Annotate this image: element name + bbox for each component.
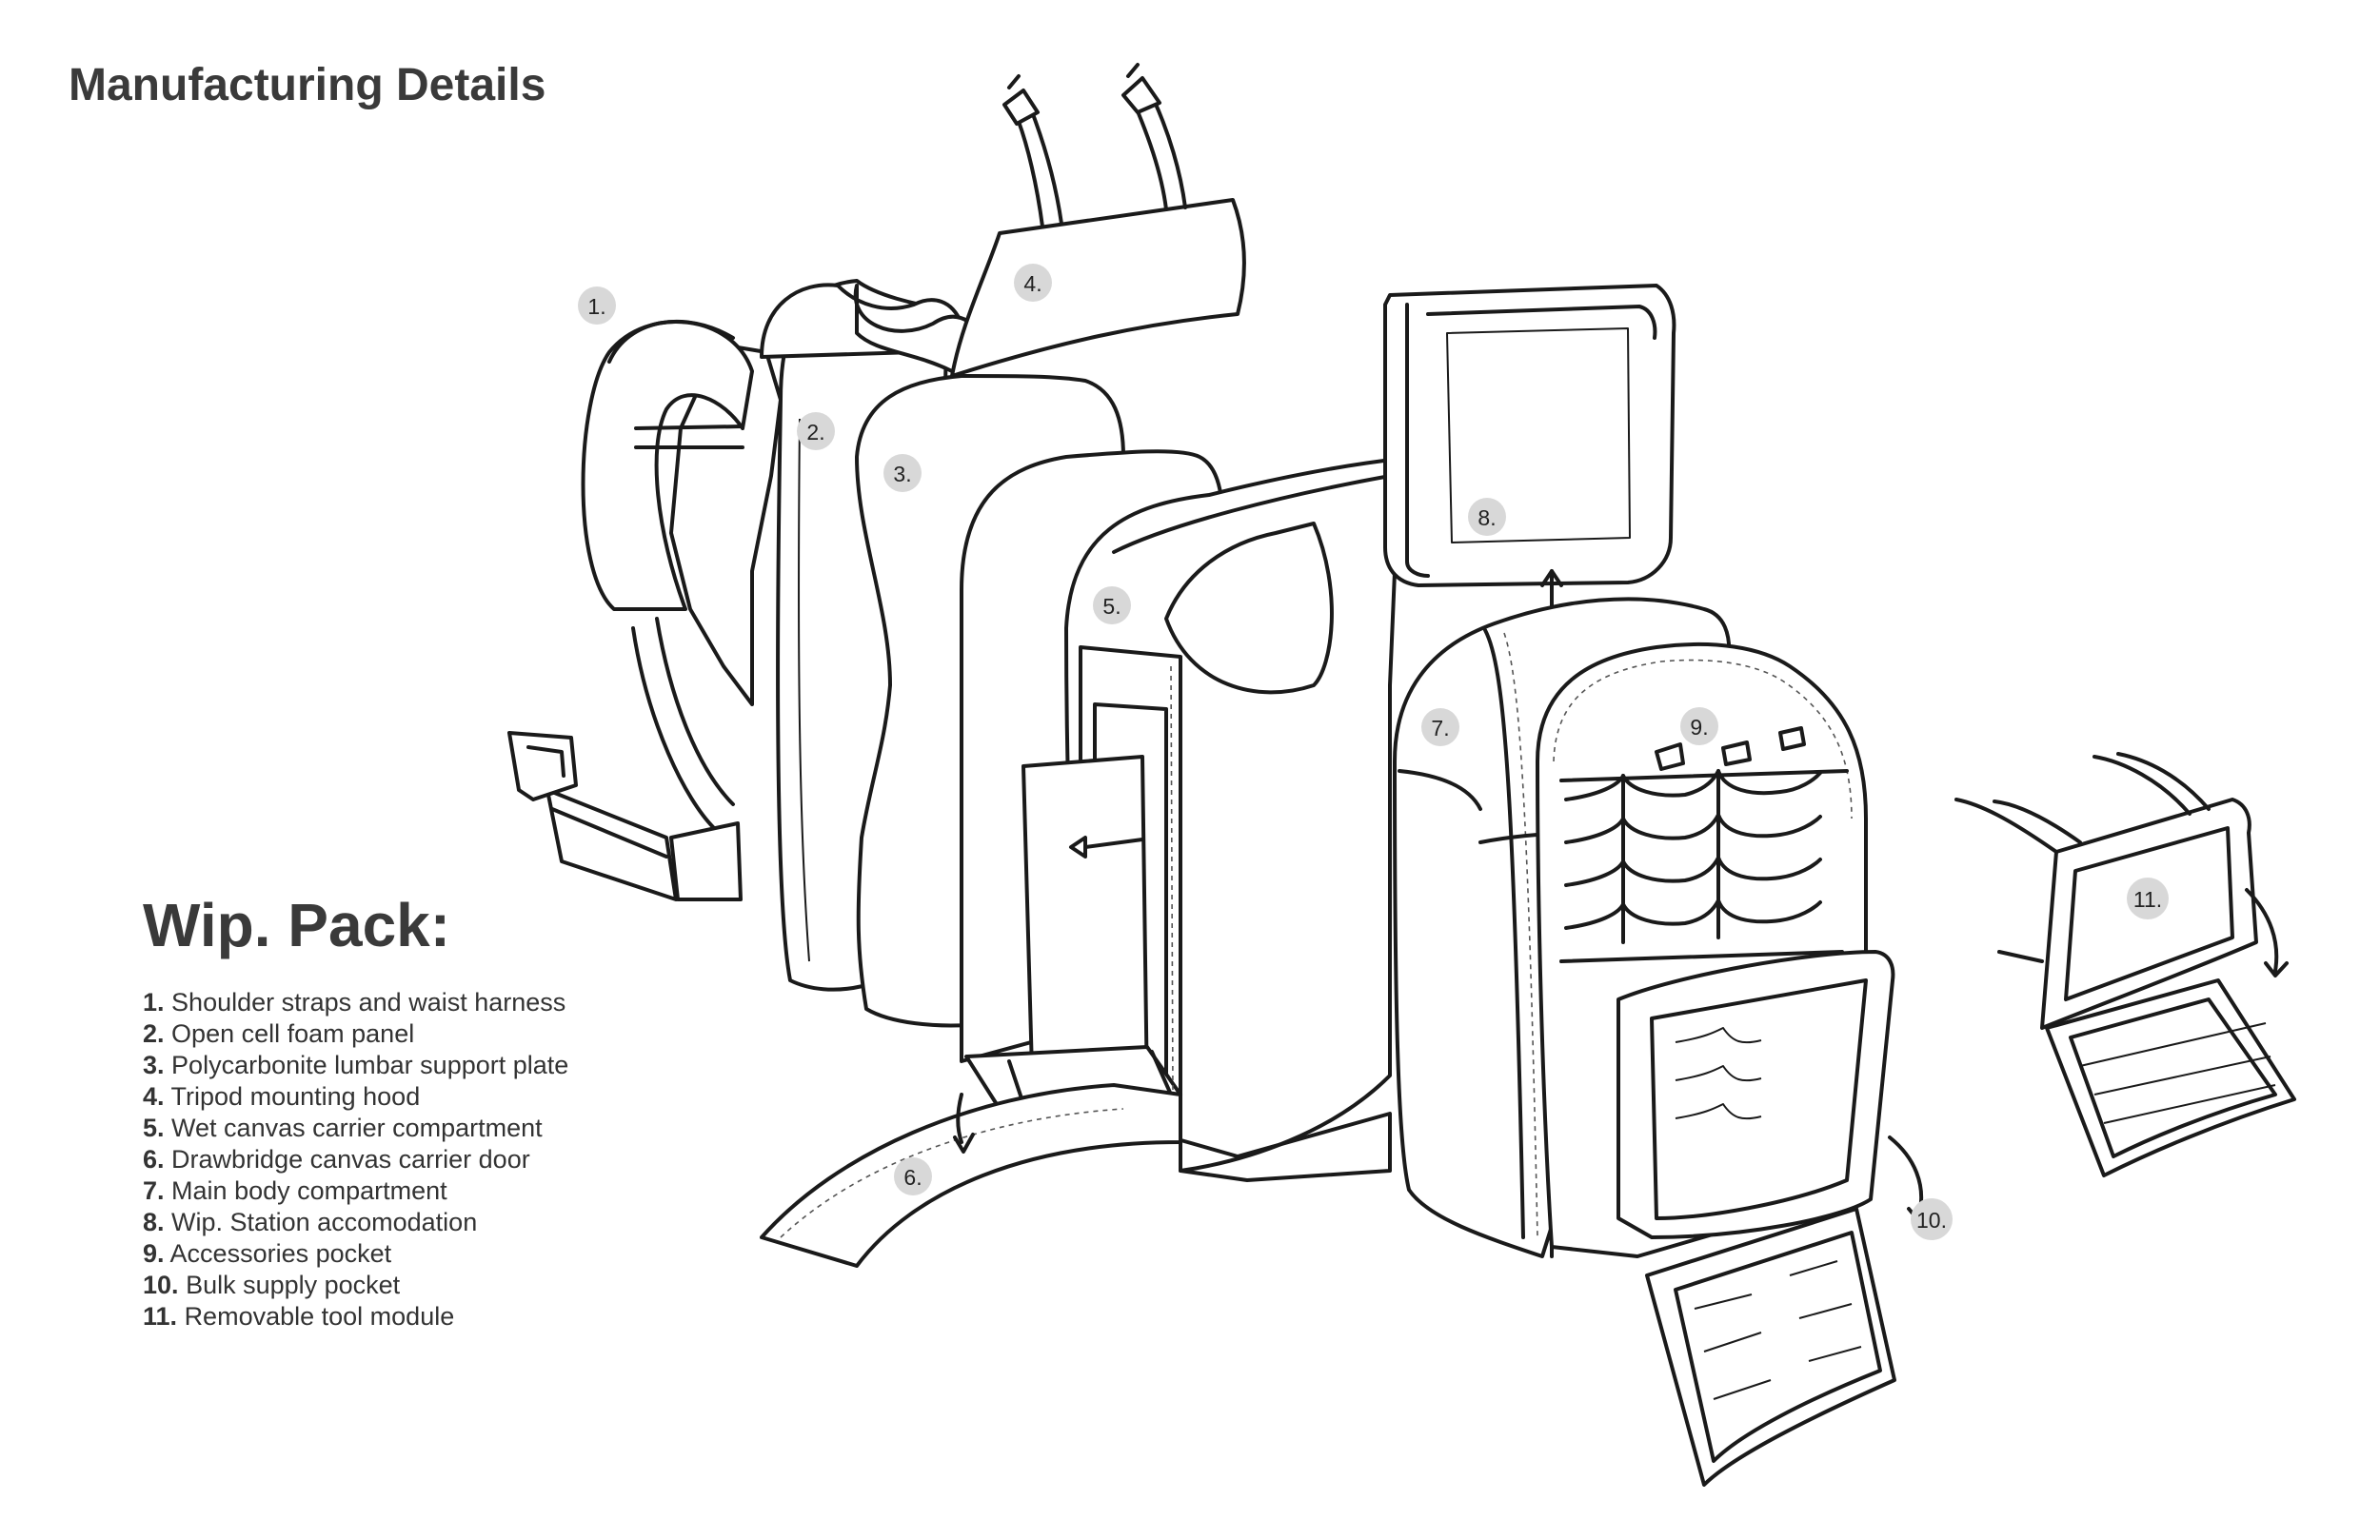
callout-10: 10. bbox=[1911, 1198, 1953, 1240]
svg-text:5.: 5. bbox=[1102, 594, 1121, 619]
legend-item-6: 6. Drawbridge canvas carrier door bbox=[143, 1145, 530, 1174]
legend-item-2: 2. Open cell foam panel bbox=[143, 1019, 415, 1048]
legend-item-9: 9. Accessories pocket bbox=[143, 1239, 392, 1268]
callout-6: 6. bbox=[894, 1157, 932, 1195]
svg-text:1.: 1. bbox=[587, 294, 605, 319]
svg-text:2.: 2. bbox=[806, 420, 824, 444]
page-title: Manufacturing Details bbox=[69, 60, 546, 110]
callout-7: 7. bbox=[1421, 708, 1459, 746]
tool-module-part bbox=[1954, 752, 2296, 1177]
legend-item-8: 8. Wip. Station accomodation bbox=[143, 1208, 478, 1236]
callout-9: 9. bbox=[1680, 707, 1718, 745]
callout-4: 4. bbox=[1014, 264, 1052, 302]
svg-text:7.: 7. bbox=[1431, 716, 1449, 740]
accessories-pocket-part bbox=[1564, 726, 1822, 944]
svg-text:3.: 3. bbox=[893, 462, 911, 486]
svg-text:4.: 4. bbox=[1023, 271, 1041, 296]
legend-item-4: 4. Tripod mounting hood bbox=[143, 1082, 421, 1111]
callout-5: 5. bbox=[1093, 586, 1131, 624]
svg-text:11.: 11. bbox=[2133, 887, 2162, 912]
legend-list: 1. Shoulder straps and waist harness 2. … bbox=[143, 987, 568, 1333]
shoulder-straps-part bbox=[507, 319, 783, 901]
drawbridge-door-part bbox=[760, 1083, 1182, 1268]
legend-item-5: 5. Wet canvas carrier compartment bbox=[143, 1114, 543, 1142]
svg-text:10.: 10. bbox=[1916, 1208, 1947, 1233]
callout-2: 2. bbox=[797, 412, 835, 450]
callout-11: 11. bbox=[2127, 878, 2169, 919]
legend-item-3: 3. Polycarbonite lumbar support plate bbox=[143, 1051, 569, 1079]
bulk-supply-pocket-part bbox=[1616, 950, 1933, 1487]
svg-text:9.: 9. bbox=[1690, 715, 1708, 740]
callout-3: 3. bbox=[883, 454, 922, 492]
legend-item-1: 1. Shoulder straps and waist harness bbox=[143, 988, 566, 1017]
legend: Wip. Pack: 1. Shoulder straps and waist … bbox=[143, 890, 568, 1333]
tripod-hood-part bbox=[950, 63, 1246, 378]
wet-canvas-compartment-part bbox=[960, 449, 1401, 1182]
svg-text:8.: 8. bbox=[1478, 505, 1496, 530]
callout-8: 8. bbox=[1468, 498, 1506, 536]
svg-text:6.: 6. bbox=[903, 1165, 922, 1190]
legend-item-7: 7. Main body compartment bbox=[143, 1176, 447, 1205]
legend-title: Wip. Pack: bbox=[143, 891, 451, 959]
legend-item-10: 10. Bulk supply pocket bbox=[143, 1271, 401, 1299]
callout-1: 1. bbox=[578, 286, 616, 325]
legend-item-11: 11. Removable tool module bbox=[143, 1302, 455, 1331]
